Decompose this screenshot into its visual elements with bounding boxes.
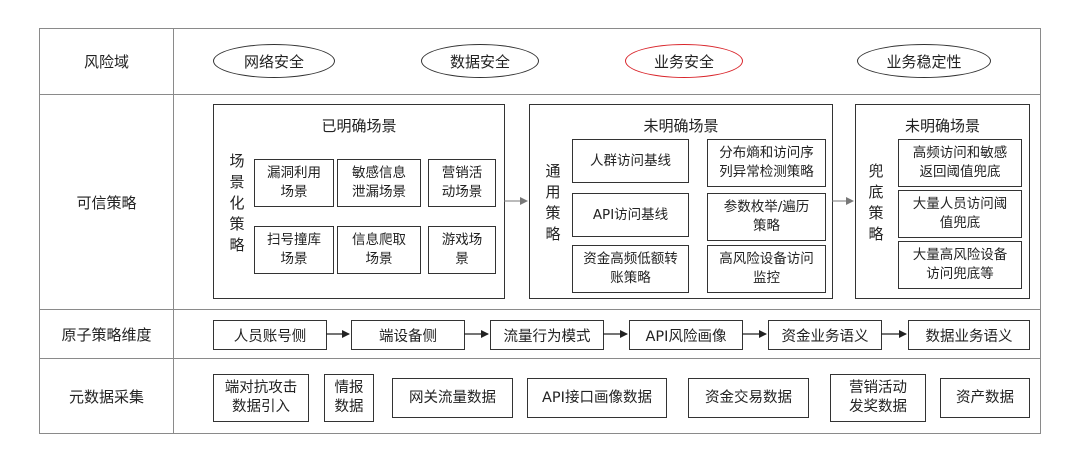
group-title: 未明确场景 bbox=[643, 117, 719, 135]
scenario-box: 游戏场 景 bbox=[428, 226, 496, 274]
domain-network-security: 网络安全 bbox=[213, 44, 335, 78]
dimension-account: 人员账号侧 bbox=[213, 320, 327, 350]
fallback-box: 大量人员访问阈 值兜底 bbox=[898, 190, 1022, 238]
fallback-box: 大量高风险设备 访问兜底等 bbox=[898, 241, 1022, 289]
strategy-box: 分布熵和访问序 列异常检测策略 bbox=[707, 139, 826, 187]
fallback-box: 高频访问和敏感 返回阈值兜底 bbox=[898, 139, 1022, 187]
strategy-box: 资金高频低额转 账策略 bbox=[572, 245, 689, 293]
domain-business-stability: 业务稳定性 bbox=[857, 44, 991, 78]
domain-business-security: 业务安全 bbox=[625, 44, 743, 78]
metadata-box: 资金交易数据 bbox=[688, 378, 809, 418]
dimension-api-risk: API风险画像 bbox=[629, 320, 743, 350]
domain-data-security: 数据安全 bbox=[421, 44, 539, 78]
metadata-box: 网关流量数据 bbox=[392, 378, 513, 418]
strategy-box: 参数枚举/遍历 策略 bbox=[707, 193, 826, 241]
dimension-device: 端设备侧 bbox=[351, 320, 465, 350]
scenario-box: 信息爬取 场景 bbox=[337, 226, 421, 274]
metadata-box: 营销活动 发奖数据 bbox=[830, 374, 926, 422]
metadata-box: 资产数据 bbox=[940, 378, 1030, 418]
scenario-box: 扫号撞库 场景 bbox=[254, 226, 334, 274]
group-side-label: 兜底策略 bbox=[868, 162, 884, 243]
scenario-box: 敏感信息 泄漏场景 bbox=[337, 159, 421, 207]
strategy-box: 高风险设备访问 监控 bbox=[707, 245, 826, 293]
group-title: 已明确场景 bbox=[321, 117, 397, 135]
metadata-box: API接口画像数据 bbox=[527, 378, 667, 418]
strategy-box: 人群访问基线 bbox=[572, 139, 689, 183]
dimension-fund-semantics: 资金业务语义 bbox=[768, 320, 882, 350]
row-label-metadata-collection: 元数据采集 bbox=[68, 388, 144, 406]
scenario-box: 漏洞利用 场景 bbox=[254, 159, 334, 207]
row-divider bbox=[39, 94, 1041, 95]
metadata-box: 情报 数据 bbox=[324, 374, 374, 422]
row-label-atomic-dimension: 原子策略维度 bbox=[61, 325, 152, 344]
dimension-data-semantics: 数据业务语义 bbox=[908, 320, 1030, 350]
row-divider bbox=[39, 309, 1041, 310]
scenario-box: 营销活 动场景 bbox=[428, 159, 496, 207]
table-frame bbox=[39, 28, 1041, 434]
column-divider bbox=[173, 28, 174, 434]
dimension-traffic: 流量行为模式 bbox=[490, 320, 604, 350]
group-title: 未明确场景 bbox=[904, 117, 980, 135]
strategy-box: API访问基线 bbox=[572, 193, 689, 237]
group-side-label: 通用策略 bbox=[545, 162, 561, 243]
row-label-risk-domain: 风险域 bbox=[83, 53, 129, 71]
group-side-label: 场景化策略 bbox=[229, 152, 245, 254]
metadata-box: 端对抗攻击 数据引入 bbox=[213, 374, 309, 422]
row-divider bbox=[39, 358, 1041, 359]
row-label-trusted-strategy: 可信策略 bbox=[76, 193, 137, 212]
